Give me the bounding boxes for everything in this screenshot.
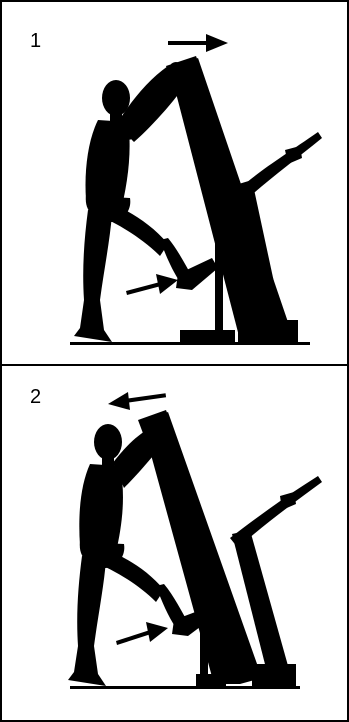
step-2-panel: 2 (0, 366, 349, 722)
foot-arrow (126, 274, 178, 295)
treadmill-folding (138, 410, 322, 686)
person-standing-leg (68, 556, 106, 686)
treadmill-console (238, 132, 322, 200)
person-head (94, 424, 122, 460)
treadmill-latch-post (215, 215, 223, 333)
floor-line (70, 342, 310, 345)
treadmill-console (230, 476, 322, 548)
push-right-arrow (168, 34, 228, 52)
treadmill-base (238, 320, 298, 342)
step-1-panel: 1 (0, 0, 349, 364)
treadmill-foot-base (180, 330, 235, 342)
person-standing-leg (74, 210, 112, 342)
treadmill-folding (166, 56, 322, 342)
floor-line (70, 686, 300, 689)
step-2-illustration (0, 366, 349, 722)
treadmill-console-tray (285, 146, 302, 164)
step-1-illustration (0, 0, 349, 364)
person-torso (86, 120, 130, 209)
treadmill-console-tray (280, 492, 296, 510)
treadmill-foot-base (196, 674, 226, 686)
person-torso (79, 464, 123, 555)
treadmill-base (252, 664, 296, 686)
pull-left-arrow (108, 392, 166, 410)
foot-arrow (116, 622, 168, 645)
